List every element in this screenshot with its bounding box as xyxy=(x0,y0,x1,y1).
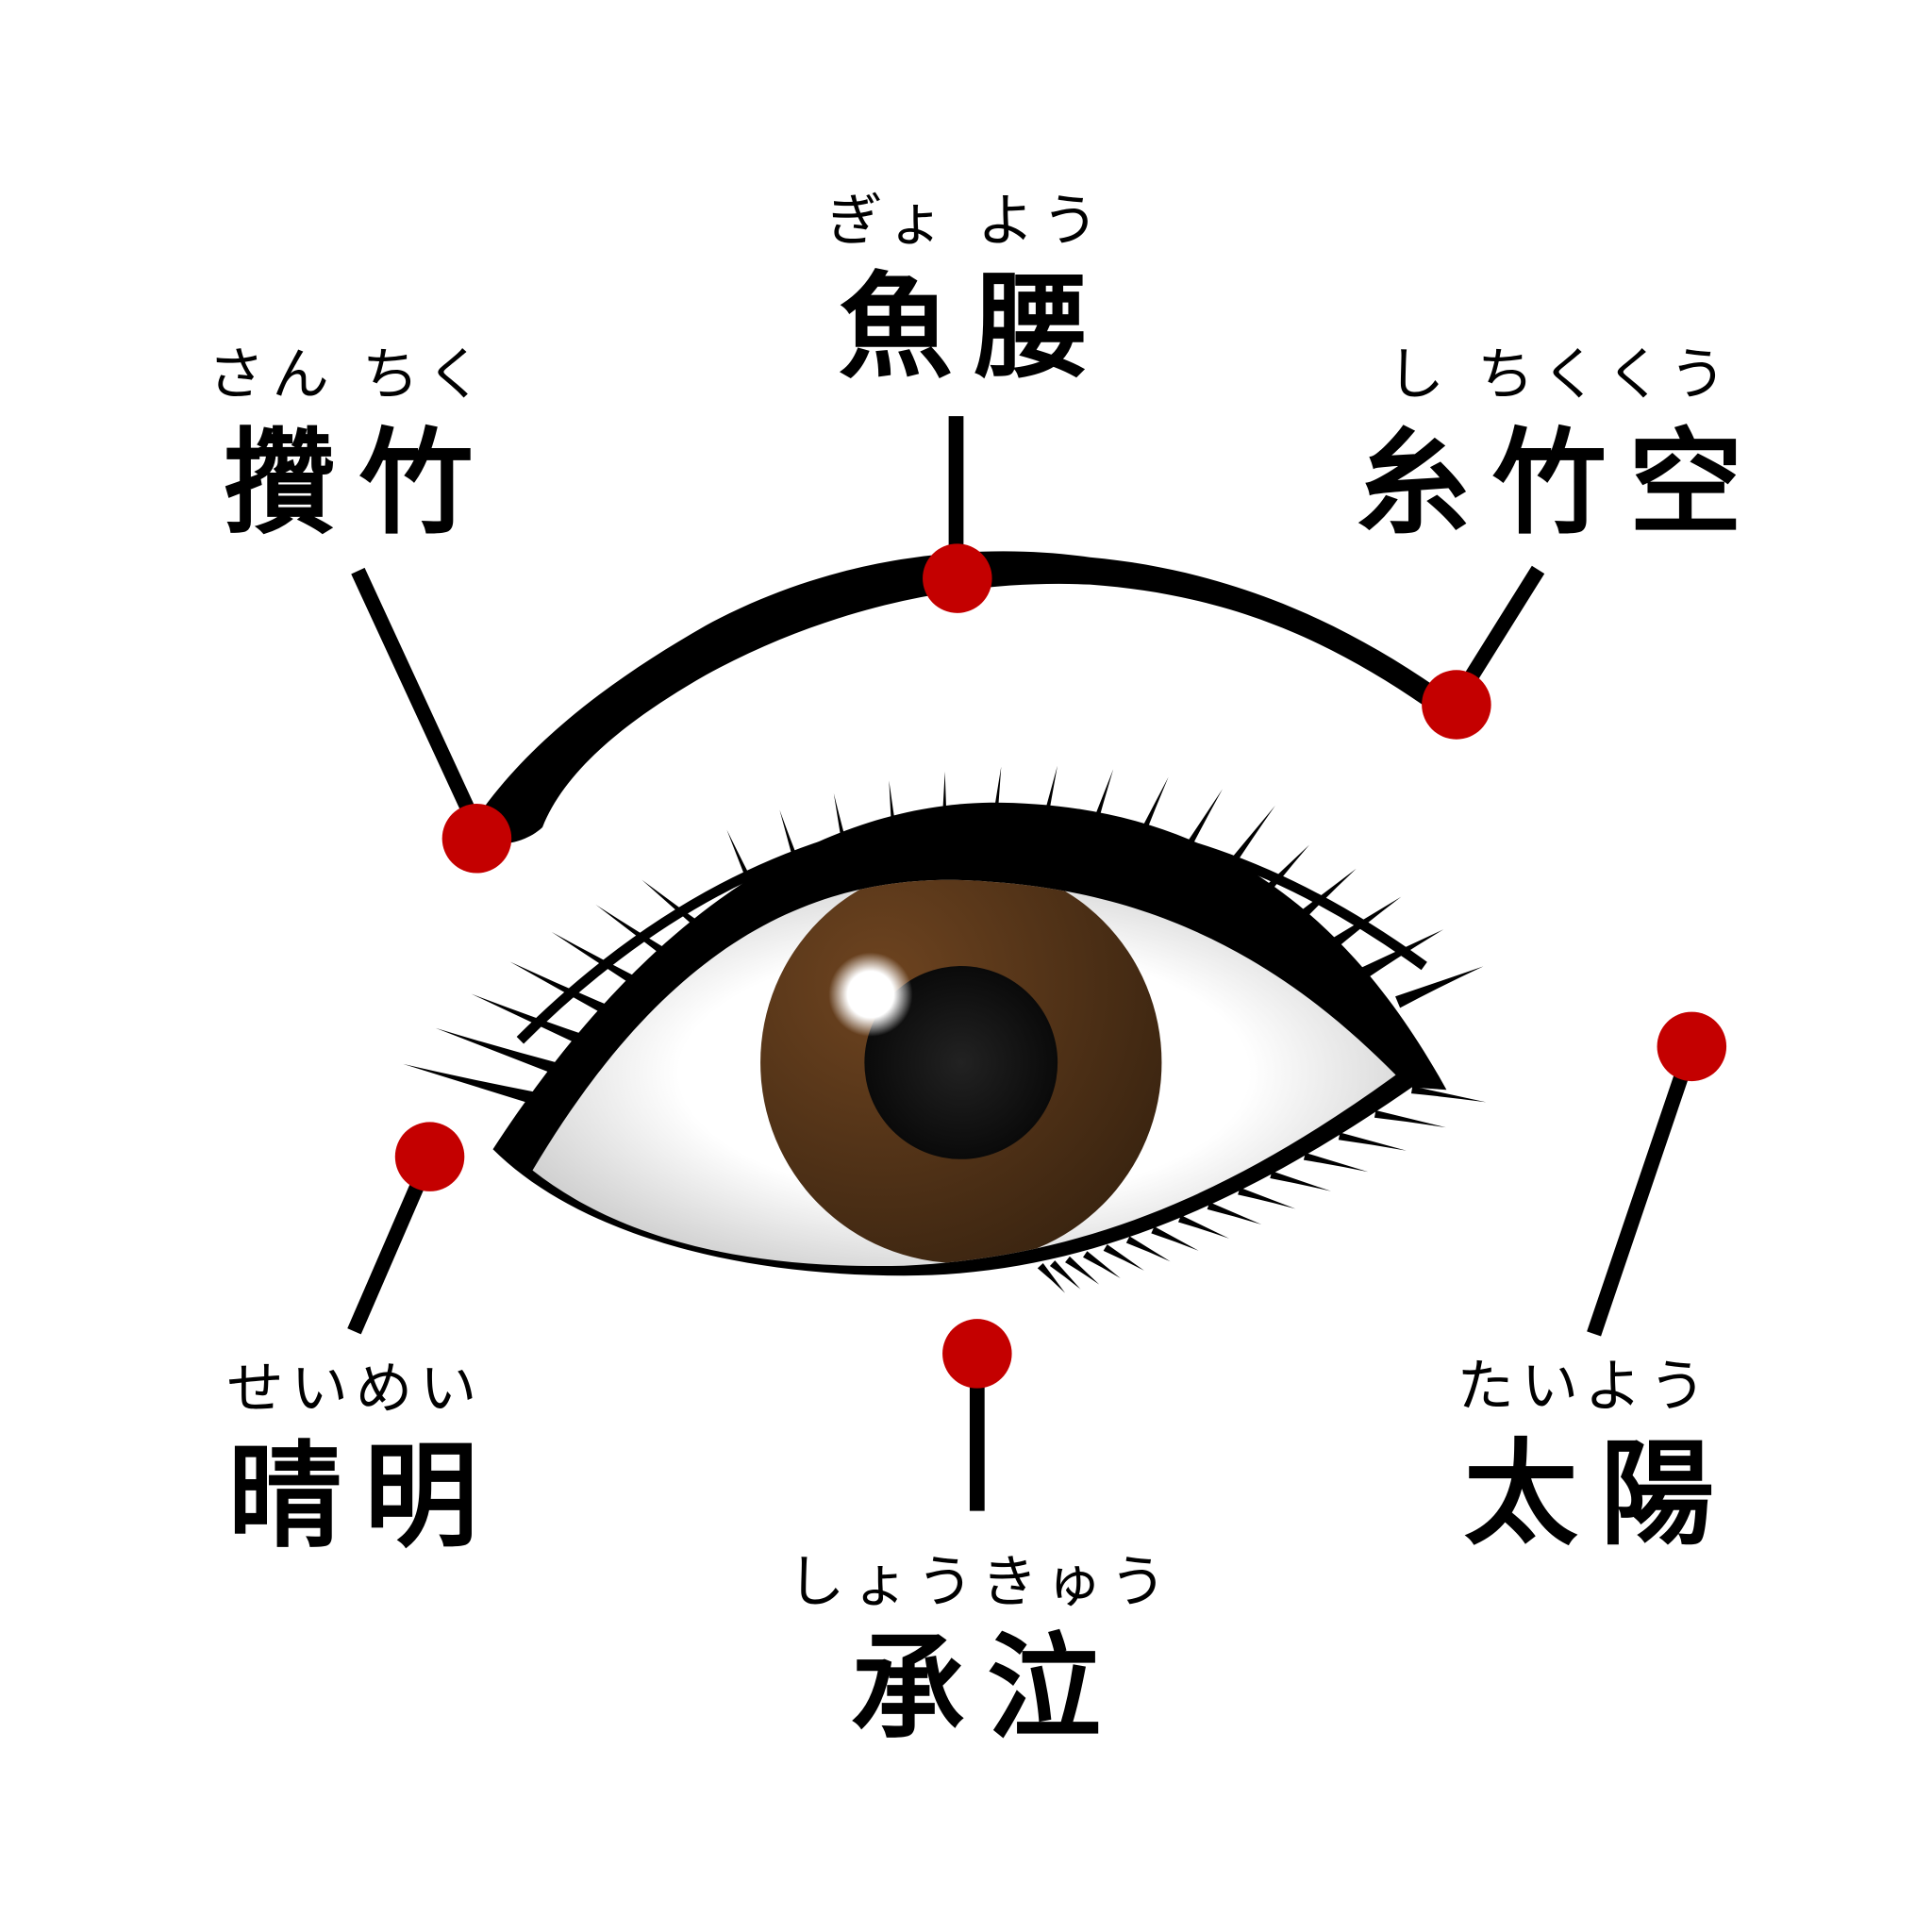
acupoint-sanchiku[interactable] xyxy=(441,804,512,874)
ruby-shichikukuu: し ちくくう xyxy=(1388,341,1734,408)
eyelash xyxy=(1065,1256,1100,1285)
pupil xyxy=(864,966,1058,1159)
highlight xyxy=(828,952,913,1037)
acupoint-shichikukuu[interactable] xyxy=(1422,670,1491,740)
pointer-line-taiyou xyxy=(1587,1065,1691,1337)
eyelash xyxy=(1083,1251,1121,1279)
label-gyoyou: 魚腰 xyxy=(839,262,1111,394)
eyelash xyxy=(1207,1202,1262,1225)
eyelash xyxy=(1338,1132,1407,1151)
eyelash xyxy=(1303,1152,1369,1173)
ruby-seimei: せいめい xyxy=(226,1357,484,1423)
eyelash xyxy=(1049,1260,1081,1290)
pointer-lines xyxy=(347,416,1691,1511)
pointer-line-sanchiku xyxy=(351,567,478,819)
pointer-line-seimei xyxy=(347,1179,425,1335)
acupoint-taiyou[interactable] xyxy=(1657,1011,1727,1082)
eyelash xyxy=(1238,1187,1296,1209)
eyelash xyxy=(1395,966,1484,1008)
label-taiyou: 太陽 xyxy=(1464,1428,1737,1560)
ruby-shoukyuu: しょうきゅう xyxy=(788,1549,1174,1615)
upper-lid-line xyxy=(516,812,1427,1044)
label-seimei: 晴明 xyxy=(228,1431,501,1563)
eyelash xyxy=(1125,1236,1171,1262)
eyelash xyxy=(403,1063,535,1105)
ruby-sanchiku: さん ちく xyxy=(208,341,491,408)
acupoint-seimei[interactable] xyxy=(394,1122,465,1191)
acupoint-shoukyuu[interactable] xyxy=(942,1319,1012,1389)
ruby-gyoyou: ぎょ よう xyxy=(825,189,1106,255)
ruby-taiyou: たいよう xyxy=(1457,1354,1714,1420)
eyelash xyxy=(1037,1263,1066,1293)
label-shichikukuu: 糸竹空 xyxy=(1357,418,1765,550)
eyelash xyxy=(1103,1244,1144,1271)
label-shoukyuu: 承泣 xyxy=(851,1623,1124,1755)
eyelash xyxy=(1410,1086,1487,1103)
eyelash xyxy=(435,1027,563,1076)
eyelash xyxy=(1270,1171,1332,1191)
label-sanchiku: 攢竹 xyxy=(223,418,495,550)
eyelash xyxy=(1177,1215,1229,1239)
eyebrow xyxy=(476,551,1437,844)
acupoint-gyoyou[interactable] xyxy=(923,543,992,613)
eyelash xyxy=(1151,1226,1199,1251)
eyelash xyxy=(1374,1110,1446,1128)
pointer-line-shichikukuu xyxy=(1457,565,1545,693)
